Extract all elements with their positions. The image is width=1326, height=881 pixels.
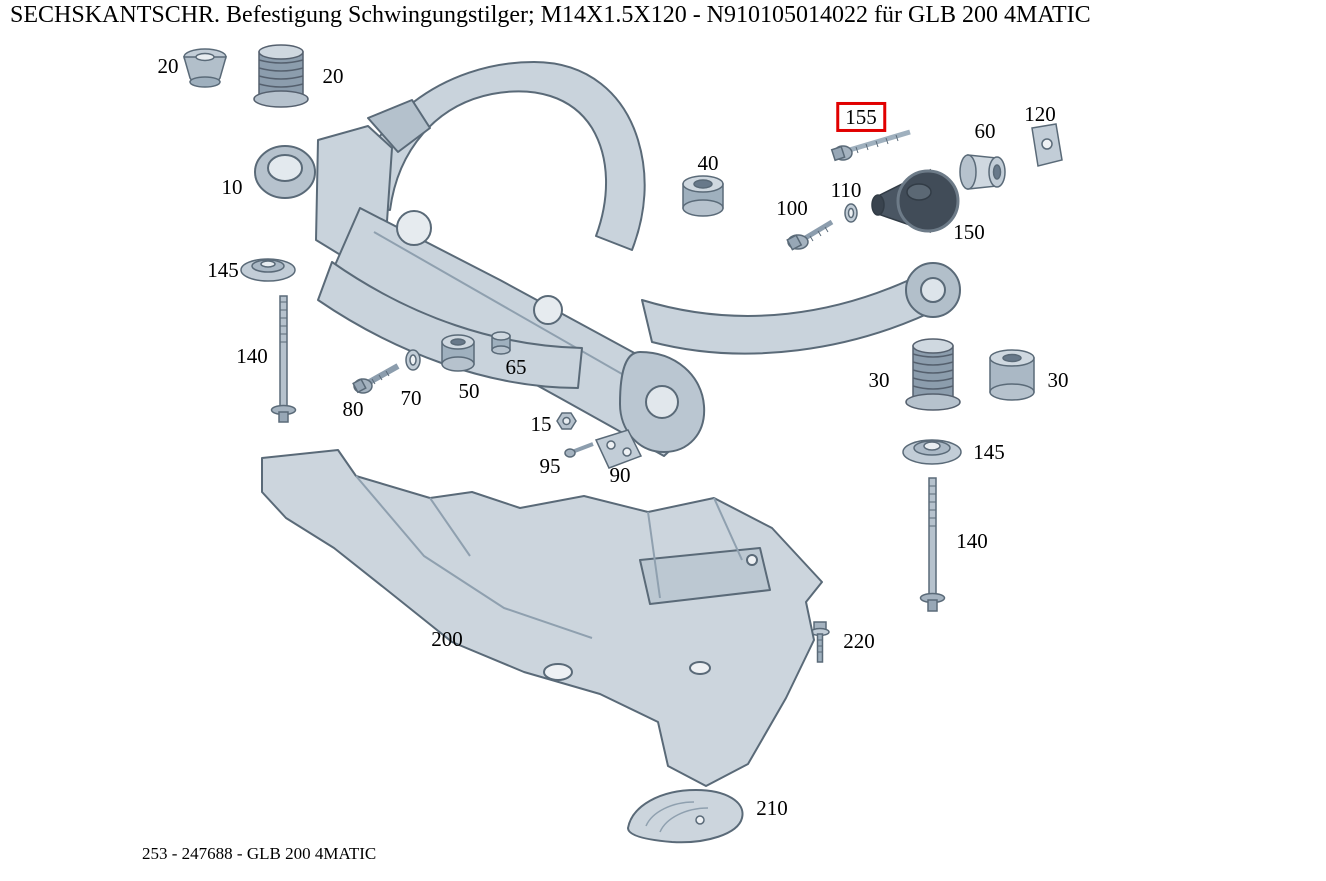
- part-15-drawing: [556, 412, 577, 430]
- part-120-drawing: [1031, 123, 1063, 167]
- part-30-right-drawing: [989, 349, 1035, 401]
- part-80-drawing: [352, 363, 400, 394]
- part-110-drawing: [844, 203, 858, 223]
- part-90-drawing: [594, 429, 643, 469]
- part-155-drawing: [830, 129, 911, 162]
- part-label[interactable]: 120: [1024, 101, 1056, 126]
- part-label[interactable]: 20: [157, 53, 179, 78]
- subframe-drawing: [315, 61, 961, 457]
- part-95-drawing: [564, 442, 594, 458]
- part-label[interactable]: 110: [830, 177, 862, 202]
- part-label[interactable]: 155: [836, 101, 886, 133]
- part-140-left-drawing: [270, 295, 297, 423]
- part-label[interactable]: 60: [974, 118, 996, 143]
- part-145-left-drawing: [240, 258, 296, 282]
- part-30-left-drawing: [905, 338, 961, 411]
- part-label[interactable]: 145: [207, 257, 239, 282]
- part-20-left-drawing: [183, 48, 227, 88]
- part-label[interactable]: 145: [973, 439, 1005, 464]
- part-70-drawing: [405, 349, 421, 371]
- part-label[interactable]: 40: [697, 150, 719, 175]
- part-label[interactable]: 30: [868, 367, 890, 392]
- part-10-drawing: [254, 145, 316, 199]
- part-label[interactable]: 10: [221, 174, 243, 199]
- part-label[interactable]: 15: [530, 411, 552, 436]
- part-label[interactable]: 70: [400, 385, 422, 410]
- part-label[interactable]: 90: [609, 462, 631, 487]
- part-60-drawing: [959, 154, 1006, 190]
- part-20-right-drawing: [253, 44, 309, 108]
- part-label[interactable]: 220: [843, 628, 875, 653]
- part-label[interactable]: 50: [458, 378, 480, 403]
- part-150-drawing: [871, 168, 960, 234]
- part-label[interactable]: 100: [776, 195, 808, 220]
- part-65-drawing: [491, 331, 511, 355]
- page-title: SECHSKANTSCHR. Befestigung Schwingungsti…: [10, 2, 1091, 28]
- heat-shield-drawing: [261, 449, 823, 787]
- part-label[interactable]: 140: [956, 528, 988, 553]
- part-label[interactable]: 150: [953, 219, 985, 244]
- part-label[interactable]: 200: [431, 626, 463, 651]
- part-145-right-drawing: [902, 439, 962, 465]
- part-100-drawing: [786, 219, 834, 251]
- part-label[interactable]: 210: [756, 795, 788, 820]
- part-50-drawing: [441, 334, 475, 372]
- part-label[interactable]: 140: [236, 343, 268, 368]
- part-40-drawing: [682, 175, 724, 217]
- part-140-right-drawing: [919, 477, 946, 612]
- part-label[interactable]: 65: [505, 354, 527, 379]
- part-label[interactable]: 30: [1047, 367, 1069, 392]
- part-label[interactable]: 20: [322, 63, 344, 88]
- part-label[interactable]: 80: [342, 396, 364, 421]
- footer-caption: 253 - 247688 - GLB 200 4MATIC: [142, 844, 377, 863]
- part-210-drawing: [626, 788, 744, 844]
- part-label[interactable]: 95: [539, 453, 561, 478]
